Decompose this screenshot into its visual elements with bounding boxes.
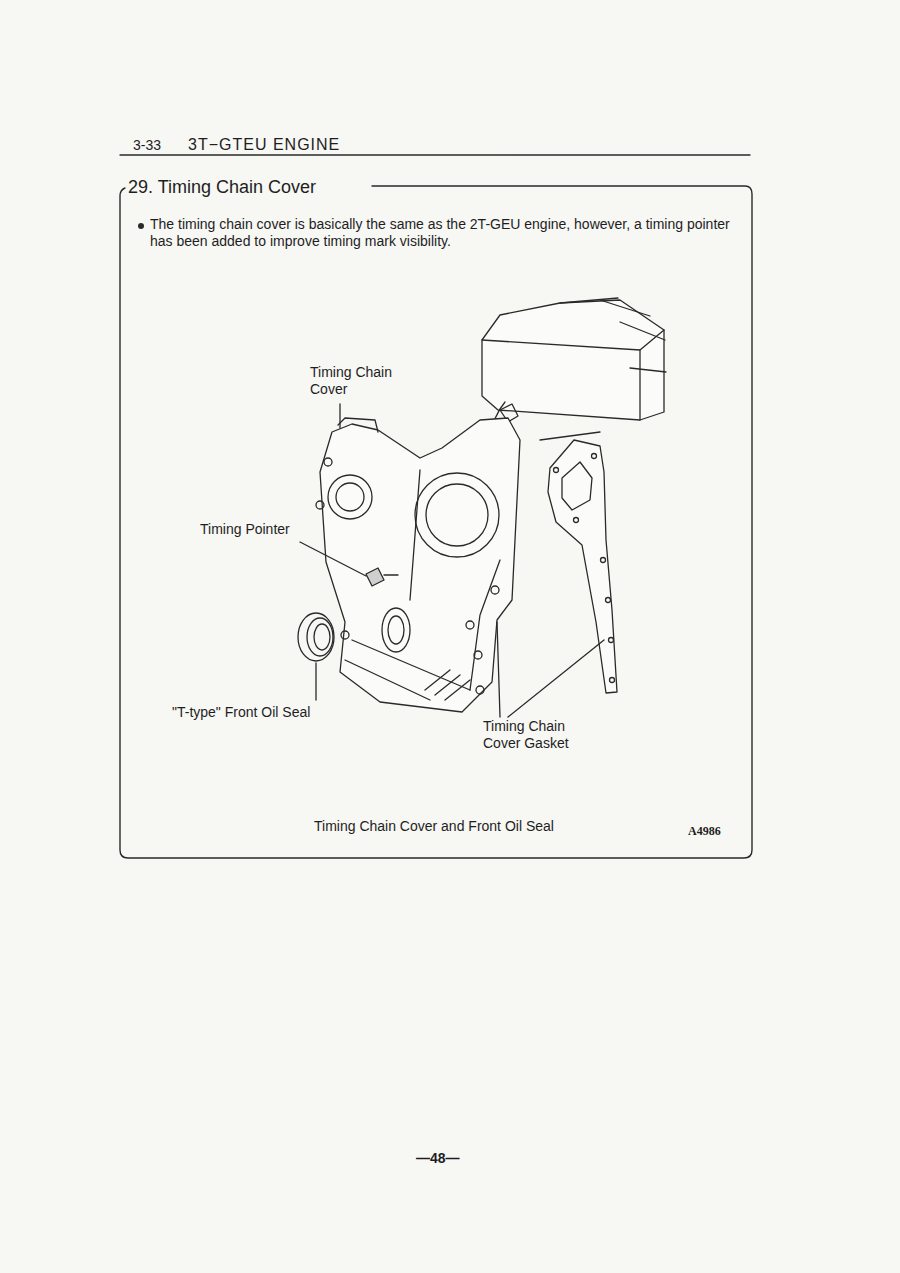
page-number: —48— <box>416 1150 460 1167</box>
bullet <box>138 223 144 229</box>
gasket <box>548 440 617 693</box>
timing-chain-cover <box>316 418 520 712</box>
frame <box>120 186 752 858</box>
oil-seal <box>298 613 334 661</box>
body-note: The timing chain cover is basically the … <box>150 216 745 250</box>
figure-caption: Timing Chain Cover and Front Oil Seal <box>314 818 554 835</box>
leader-lines <box>300 404 604 717</box>
page-section-number: 3-33 <box>133 137 161 154</box>
figure-number: A4986 <box>688 824 721 838</box>
part-label: Timing Chain Cover <box>310 364 410 398</box>
section-title: 29. Timing Chain Cover <box>128 177 358 199</box>
header-rule <box>120 154 750 155</box>
header-title: 3T−GTEU ENGINE <box>188 135 340 154</box>
part-label: Timing Chain Cover Gasket <box>483 718 583 752</box>
part-label: Timing Pointer <box>200 521 290 538</box>
part-label: "T-type" Front Oil Seal <box>172 704 310 721</box>
